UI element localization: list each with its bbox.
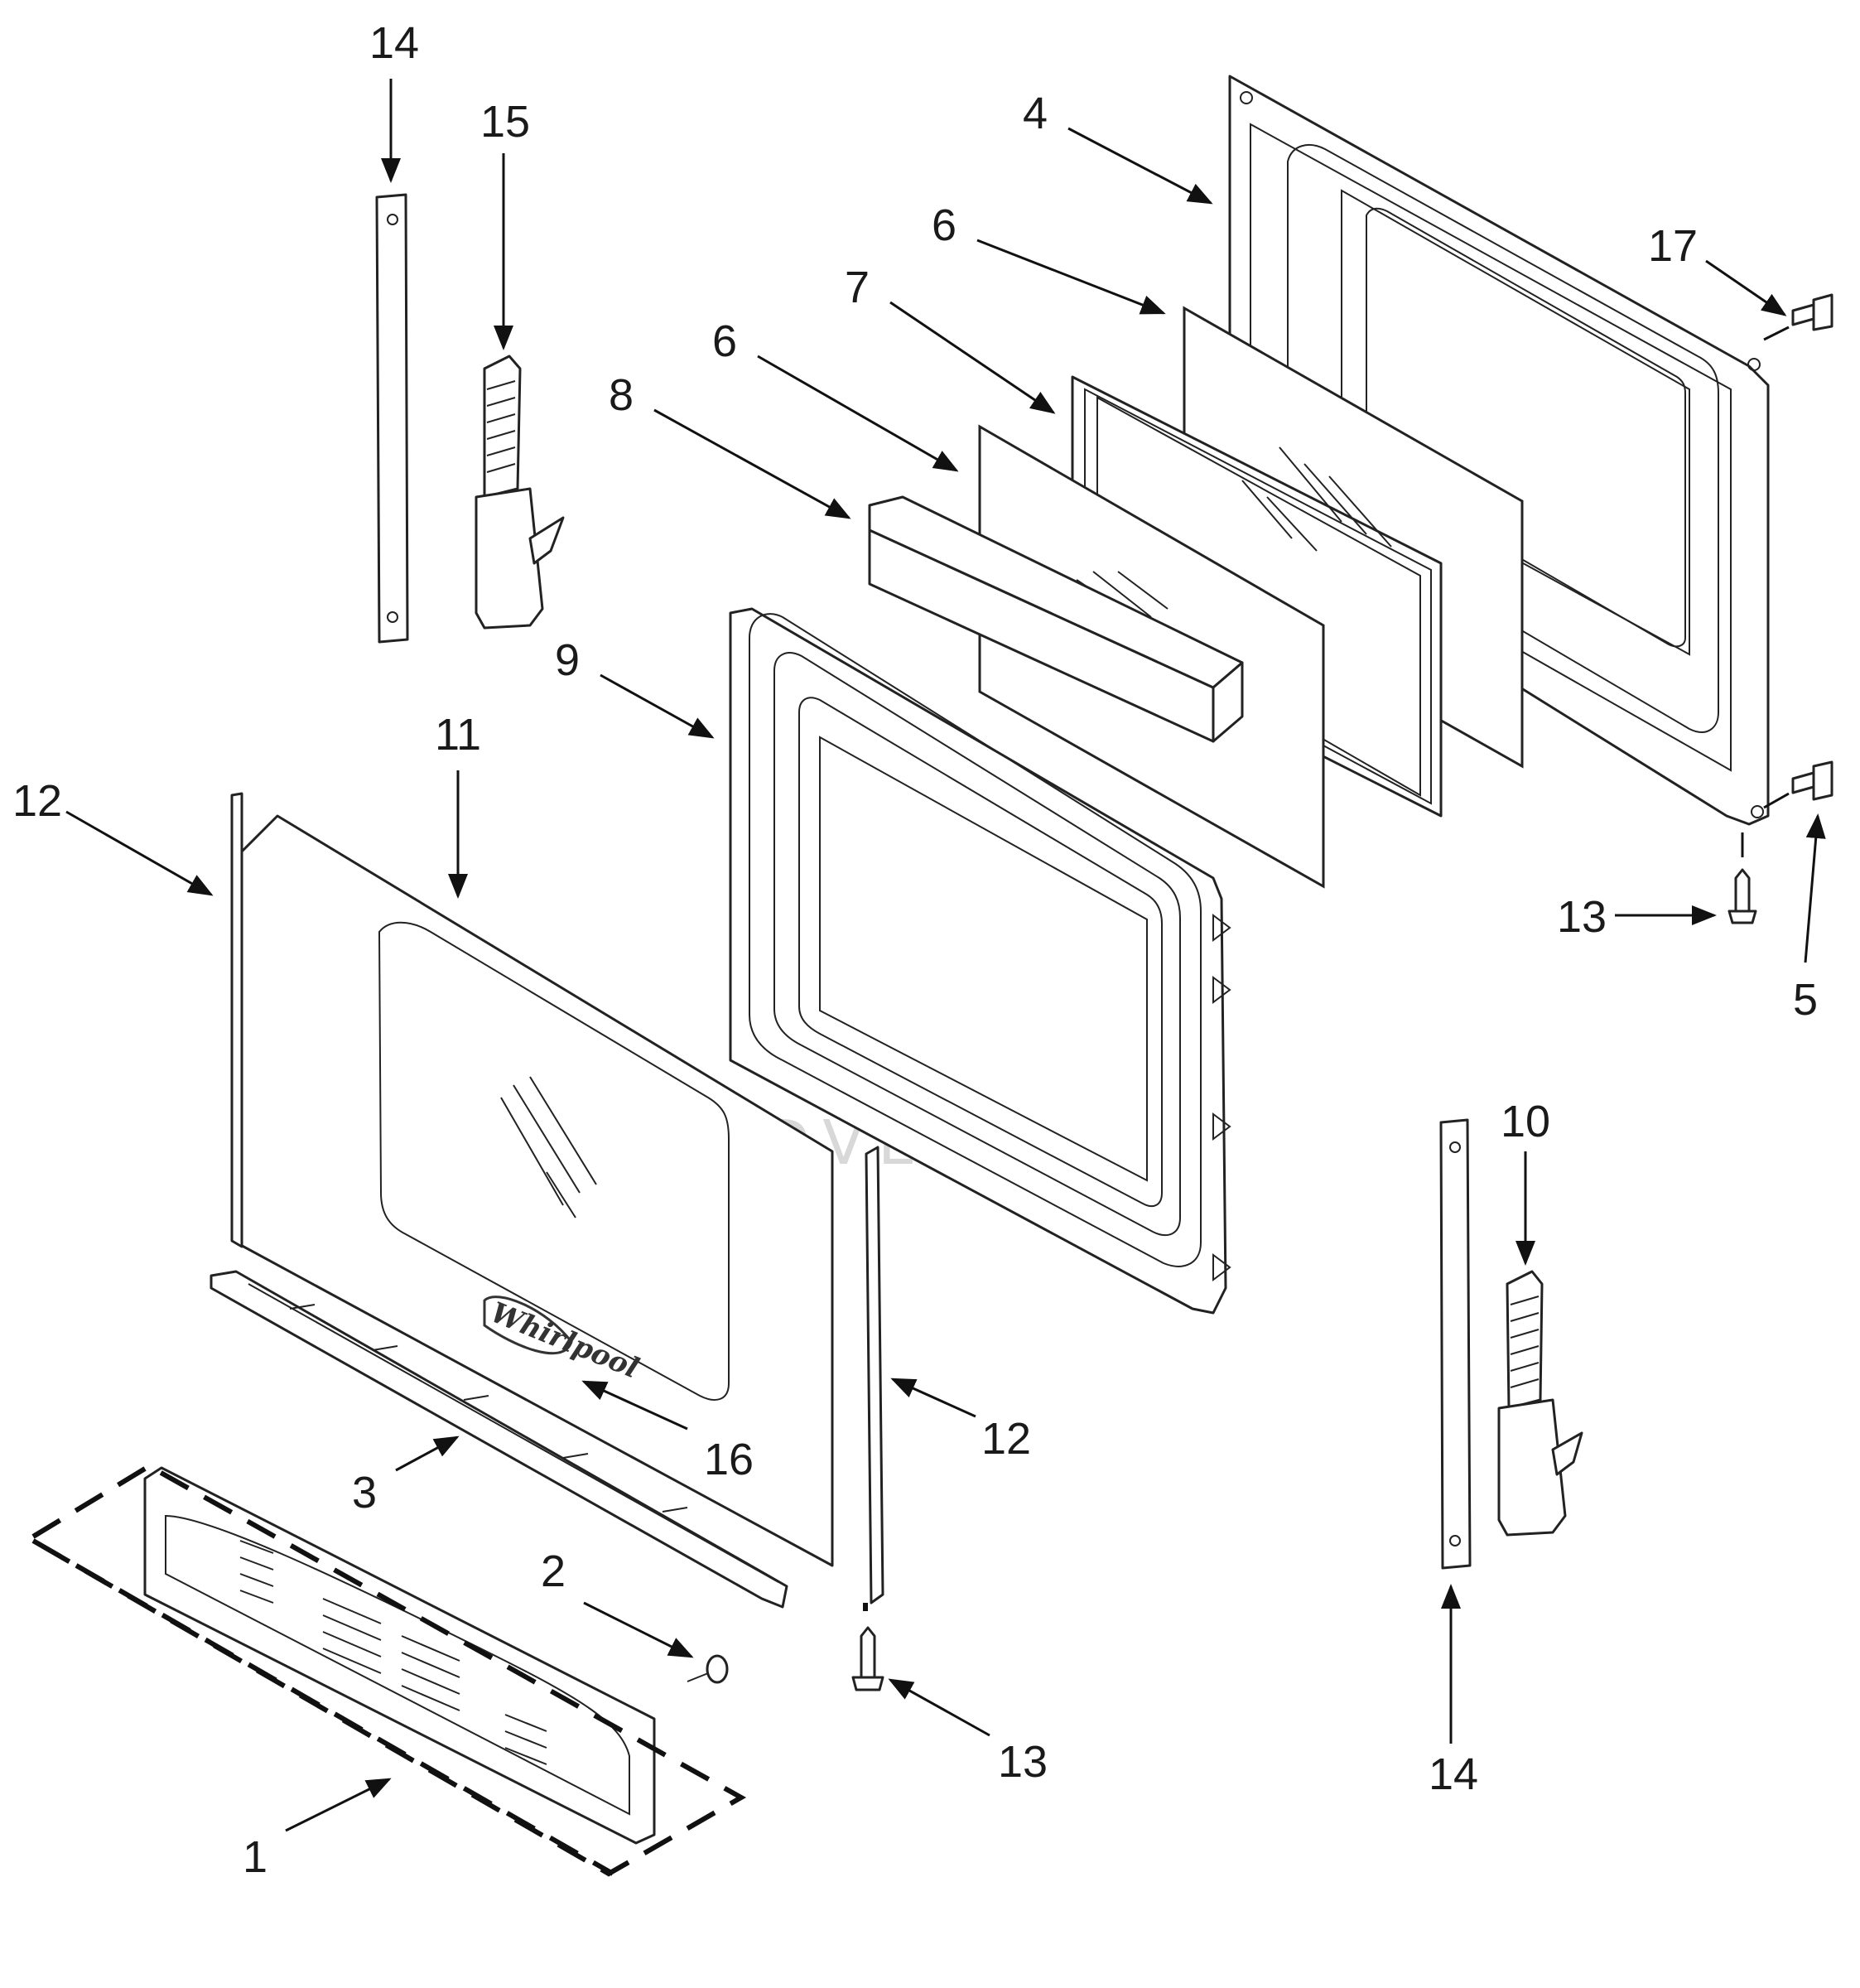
callout-4: 4: [1023, 89, 1048, 138]
callout-5: 5: [1793, 975, 1818, 1025]
part-14-hinge-channel-bottom: [1439, 1118, 1472, 1570]
callout-10: 10: [1501, 1097, 1550, 1146]
callout-12-right: 12: [981, 1414, 1031, 1464]
part-1-door-handle: [31, 1463, 747, 1877]
part-12-right-side-trim: [865, 1146, 884, 1604]
callout-14-top: 14: [369, 18, 419, 68]
callout-6-upper: 6: [932, 200, 957, 250]
callout-9: 9: [555, 635, 580, 685]
part-8-insulation-block: [868, 495, 1244, 743]
part-15-door-hinge: [475, 355, 565, 630]
part-13-screw-bottom: [851, 1603, 884, 1691]
callout-numbers: 14 15 4 6 7 6 8 17 9 11 12 13 5 10 16 12…: [12, 18, 1818, 1882]
callout-8: 8: [609, 370, 634, 420]
callout-1: 1: [243, 1832, 267, 1882]
callout-16: 16: [704, 1435, 754, 1484]
callout-14-bottom: 14: [1429, 1749, 1478, 1799]
part-2-screw: [687, 1654, 729, 1684]
callout-6-lower: 6: [712, 316, 737, 366]
part-12-left-side-trim: [230, 792, 243, 1248]
callout-15: 15: [480, 97, 530, 147]
part-3-bottom-vent-trim: [210, 1270, 788, 1609]
callout-2: 2: [541, 1546, 566, 1596]
callout-7: 7: [845, 263, 870, 312]
part-13-screw-right: [1727, 832, 1757, 924]
callout-13-bottom: 13: [998, 1737, 1048, 1787]
callout-12-left: 12: [12, 776, 62, 826]
callout-17: 17: [1648, 221, 1698, 271]
part-17-screw: [1763, 293, 1833, 341]
callout-11: 11: [435, 710, 481, 760]
part-10-door-hinge: [1497, 1270, 1583, 1537]
part-11-outer-door-glass: Whirlpool: [234, 814, 834, 1567]
leader-lines: [65, 79, 1826, 1832]
callout-13-right: 13: [1557, 892, 1607, 942]
part-9-inner-door-frame: [729, 607, 1231, 1315]
part-14-hinge-channel-top: [375, 193, 409, 644]
part-5-screw: [1763, 760, 1833, 809]
callout-3: 3: [352, 1468, 377, 1518]
